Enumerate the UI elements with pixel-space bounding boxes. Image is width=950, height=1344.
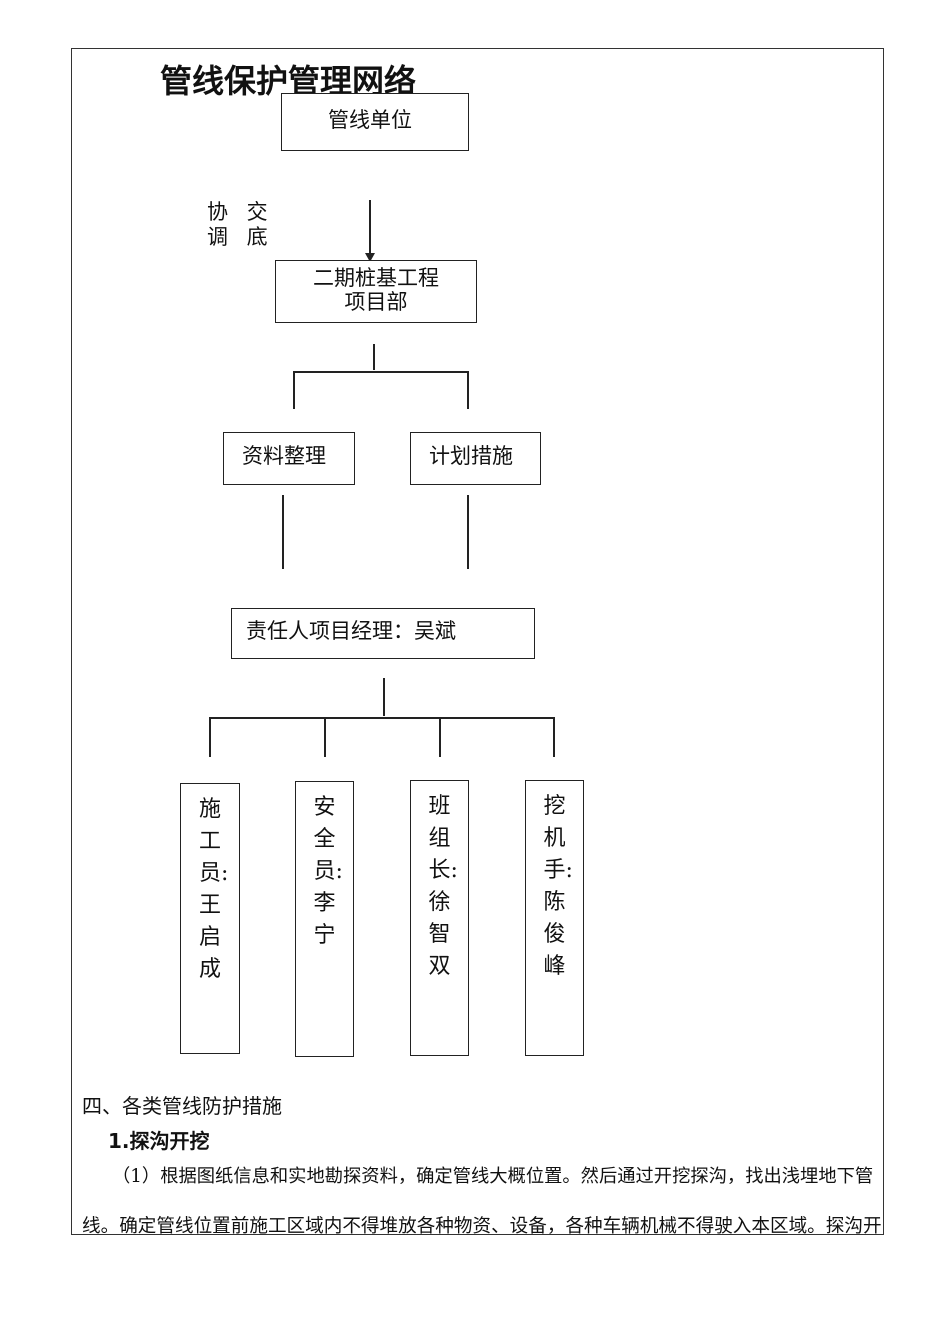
node-pipeline-unit: 管线单位 (281, 93, 469, 151)
node-label: 计划措施 (429, 444, 513, 468)
node-project-dept: 二期桩基工程 项目部 (275, 260, 477, 323)
edge-label-line: 协 交 (207, 200, 274, 224)
arrow-head-icon (365, 253, 375, 262)
connector (293, 371, 295, 409)
connector (383, 678, 385, 716)
connector (209, 717, 211, 757)
node-worker: 班组长:徐智双 (410, 780, 469, 1056)
paragraph-line: （1）根据图纸信息和实地勘探资料，确定管线大概位置。然后通过开挖探沟，找出浅埋地… (112, 1166, 874, 1187)
node-label: 项目部 (344, 290, 408, 314)
node-worker: 安全员:李宁 (295, 781, 354, 1057)
connector (209, 717, 555, 719)
node-label: 资料整理 (242, 444, 326, 468)
page-frame (71, 48, 884, 1235)
connector (467, 495, 469, 569)
node-label: 施工员:王启成 (199, 797, 229, 982)
paragraph-line: 线。确定管线位置前施工区域内不得堆放各种物资、设备，各种车辆机械不得驶入本区域。… (82, 1216, 882, 1237)
node-label: 责任人项目经理：吴斌 (246, 619, 456, 643)
node-label: 二期桩基工程 (313, 266, 439, 290)
connector (467, 371, 469, 409)
section-heading: 四、各类管线防护措施 (82, 1094, 282, 1118)
node-worker: 挖机手:陈俊峰 (525, 780, 584, 1056)
node-label: 班组长:徐智双 (428, 794, 458, 979)
connector (373, 344, 375, 370)
node-worker: 施工员:王启成 (180, 783, 240, 1054)
node-plan-measures: 计划措施 (410, 432, 541, 485)
node-data-org: 资料整理 (223, 432, 355, 485)
connector (553, 717, 555, 757)
subsection-heading: 1.探沟开挖 (108, 1129, 210, 1153)
arrow-line (369, 200, 371, 254)
connector (282, 495, 284, 569)
node-label: 安全员:李宁 (313, 795, 343, 948)
edge-label: 协 交 调 底 (207, 200, 274, 250)
edge-label-line: 调 底 (207, 225, 274, 249)
node-label: 挖机手:陈俊峰 (543, 794, 573, 979)
connector (324, 717, 326, 757)
connector (439, 717, 441, 757)
connector (293, 371, 469, 373)
node-label: 管线单位 (328, 108, 412, 132)
node-responsible: 责任人项目经理：吴斌 (231, 608, 535, 659)
